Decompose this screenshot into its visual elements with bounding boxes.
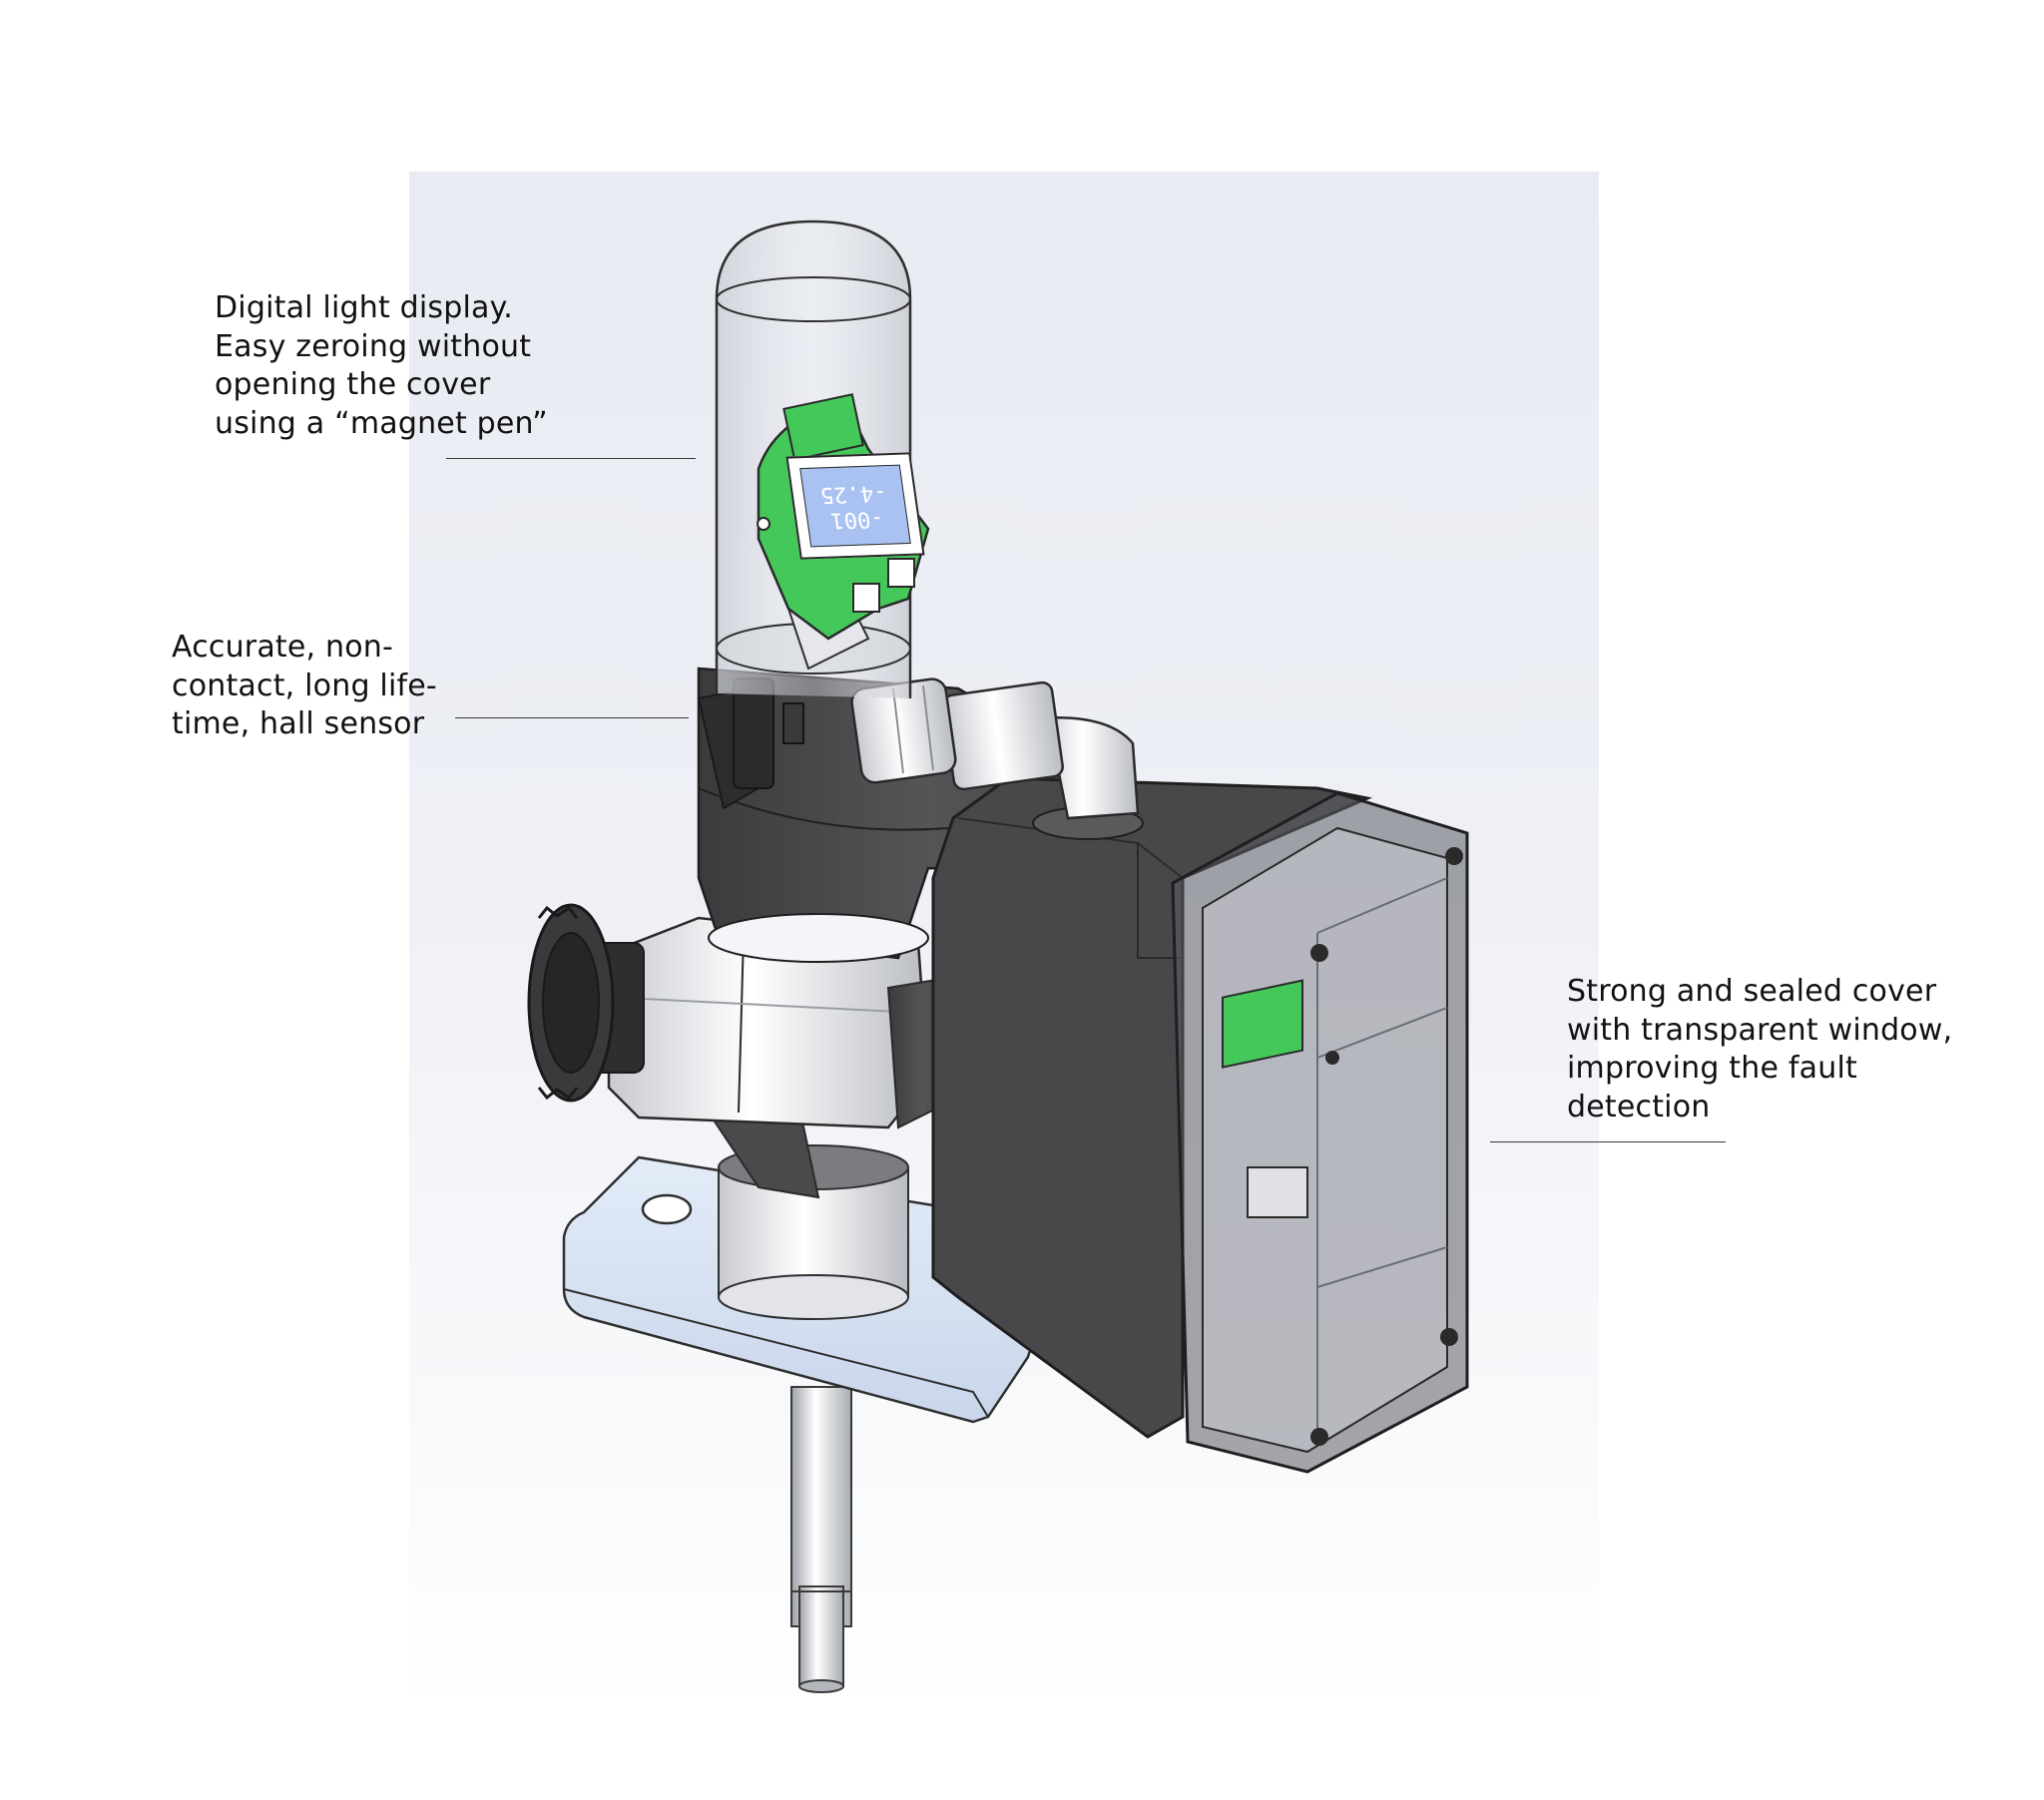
lcd-screen: -001 -4.25	[799, 464, 911, 548]
adjustment-knob	[527, 903, 645, 1103]
leader-line-cover	[1490, 1141, 1726, 1142]
callout-line: with transparent window,	[1567, 1012, 1953, 1048]
leader-line-sensor	[455, 717, 689, 718]
leader-line-display	[446, 458, 696, 459]
callout-line: Strong and sealed cover	[1567, 974, 1937, 1009]
callout-sealed-cover: Strong and sealed cover with transparent…	[1567, 973, 1952, 1126]
callout-line: contact, long life-	[172, 668, 437, 703]
callout-line: Easy zeroing without	[215, 328, 532, 364]
callout-line: Digital light display.	[215, 290, 514, 325]
shaft	[790, 1386, 852, 1693]
transparent-cover	[1171, 791, 1469, 1474]
callout-line: time, hall sensor	[172, 706, 425, 741]
callout-hall-sensor: Accurate, non- contact, long life- time,…	[172, 629, 437, 744]
callout-digital-display: Digital light display. Easy zeroing with…	[215, 289, 548, 443]
lcd-readout-line-1: -001	[828, 506, 886, 533]
cable-gland	[850, 677, 1140, 820]
callout-line: Accurate, non-	[172, 630, 394, 665]
cover-clip	[733, 677, 804, 789]
callout-line: improving the fault	[1567, 1051, 1857, 1086]
callout-line: using a “magnet pen”	[215, 405, 548, 441]
lcd-display: -001 -4.25	[785, 452, 925, 560]
lcd-readout-line-2: -4.25	[818, 480, 889, 508]
callout-line: opening the cover	[215, 367, 491, 402]
callout-line: detection	[1567, 1089, 1711, 1125]
